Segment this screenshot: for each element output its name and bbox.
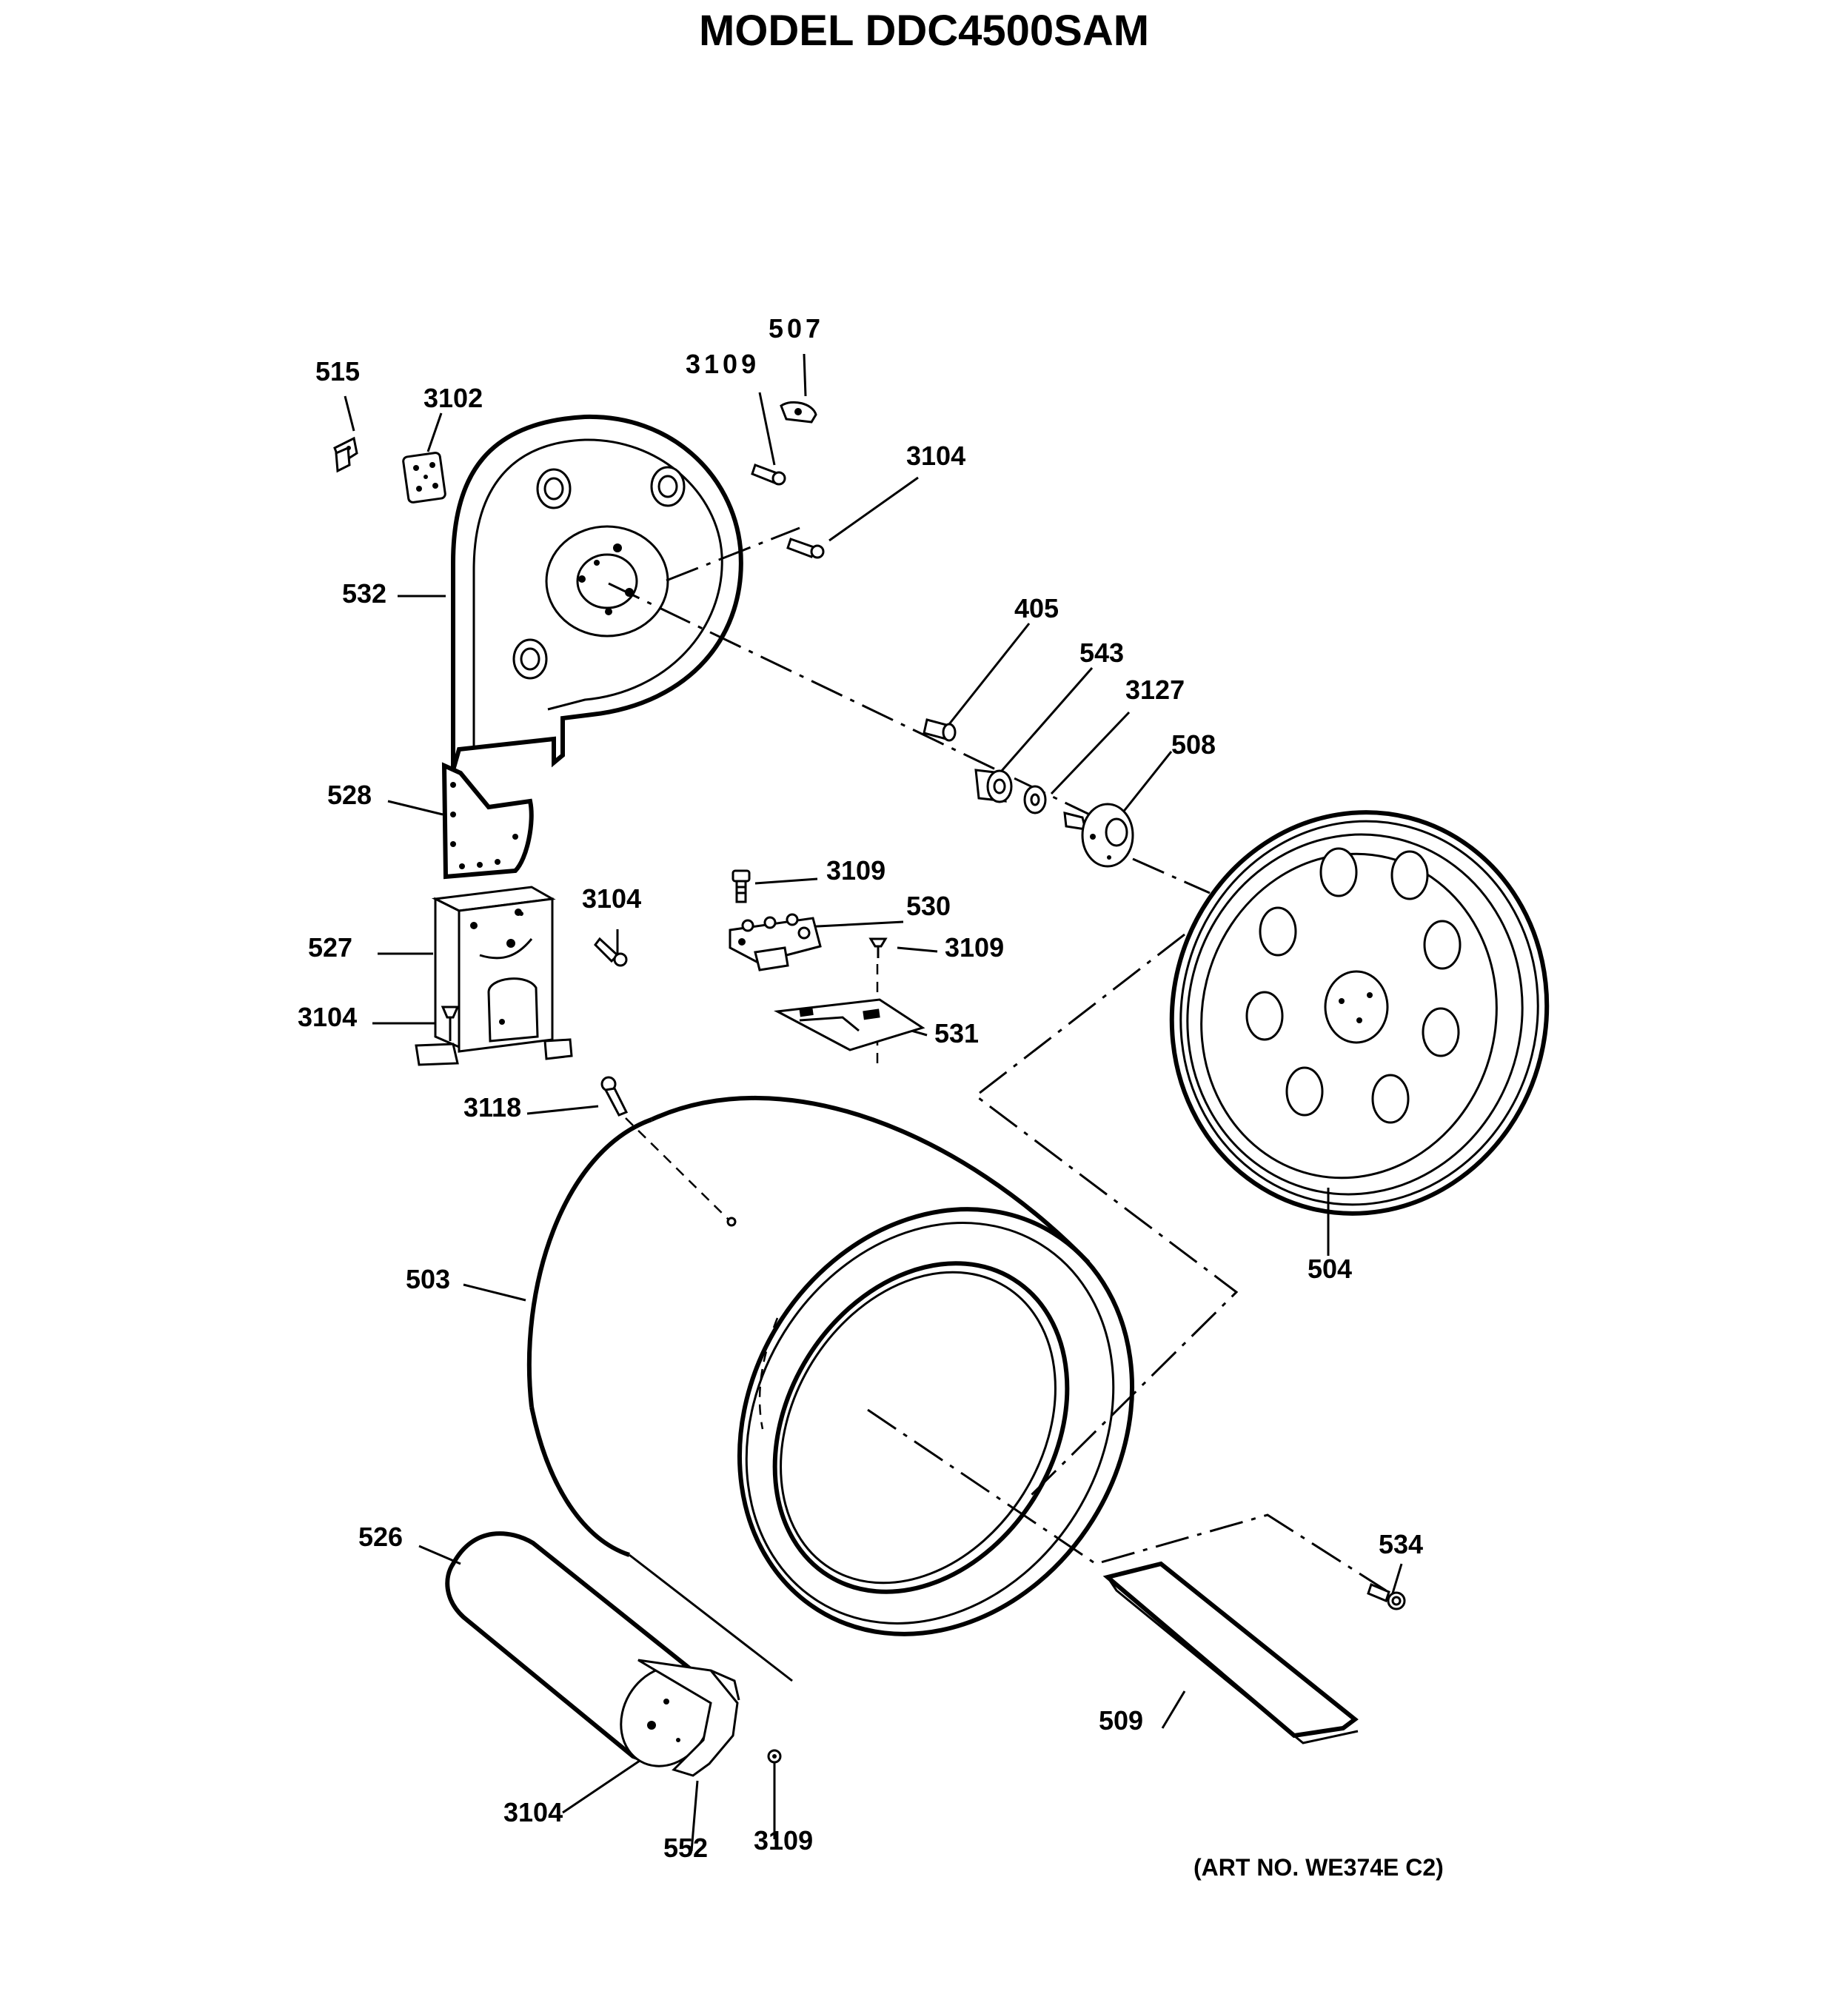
callout-528: 528 [327, 780, 372, 810]
art-number: (ART NO. WE374E C2) [1194, 1854, 1444, 1881]
part-508-shaft [1063, 803, 1134, 868]
part-3118-screw [600, 1076, 629, 1117]
part-528-bracket [441, 762, 534, 880]
part-3104-screw-bracket [594, 937, 628, 967]
callout-543: 543 [1079, 638, 1125, 668]
part-527-mount [415, 886, 573, 1066]
assembly-center-lines [608, 526, 1387, 1592]
part-503-drum [526, 1096, 1134, 1682]
part-3102-plate [402, 452, 446, 504]
callout-3102: 3102 [424, 383, 483, 413]
part-3127-washer [1023, 785, 1047, 814]
part-509-baffle [1102, 1561, 1359, 1744]
part-532-rear-bulkhead [451, 414, 743, 771]
callout-507: 507 [769, 313, 825, 344]
part-504-drum-rear-head [1169, 810, 1550, 1216]
callout-3127: 3127 [1125, 675, 1185, 705]
part-405-pin [923, 718, 957, 742]
callout-527: 527 [308, 932, 353, 963]
part-515-clip [333, 436, 358, 473]
callout-508: 508 [1171, 729, 1216, 760]
model-title: MODEL DDC4500SAM [698, 7, 1150, 55]
callout-3104-left: 3104 [298, 1002, 358, 1032]
callout-531: 531 [934, 1018, 980, 1048]
part-534-screw [1367, 1582, 1406, 1610]
callout-3104-bracket: 3104 [582, 883, 642, 914]
callout-3104-motor: 3104 [503, 1797, 563, 1827]
callout-3109-switch: 3109 [945, 932, 1005, 963]
part-3109-bolt-mid [732, 869, 751, 903]
part-3109-screw-top [751, 464, 786, 486]
part-3104-screw-left [441, 1006, 460, 1041]
callout-504: 504 [1308, 1254, 1353, 1284]
callout-405: 405 [1014, 593, 1059, 623]
part-3109-screw-switch [868, 937, 888, 958]
part-530-switch [729, 913, 822, 971]
callout-3109-mid: 3109 [826, 855, 886, 886]
part-526-motor [445, 1531, 740, 1777]
part-3109-screw-motor [767, 1749, 782, 1764]
callout-503: 503 [406, 1264, 451, 1294]
part-531-plate [774, 998, 925, 1051]
part-543-bearing [974, 769, 1013, 803]
callout-3118: 3118 [463, 1092, 522, 1123]
callout-3109-top: 3109 [686, 349, 760, 379]
callout-3104-top: 3104 [906, 441, 966, 471]
part-507-bracket [780, 401, 817, 424]
callout-532: 532 [342, 578, 387, 609]
callout-509: 509 [1099, 1705, 1144, 1736]
callout-526: 526 [358, 1522, 404, 1552]
leader-lines [344, 353, 1403, 1852]
callout-552: 552 [663, 1833, 709, 1863]
callout-530: 530 [906, 891, 951, 921]
callout-515: 515 [315, 356, 361, 387]
callout-3109-motor: 3109 [754, 1825, 814, 1856]
part-3104-screw-top [786, 538, 825, 559]
callout-534: 534 [1379, 1529, 1424, 1559]
